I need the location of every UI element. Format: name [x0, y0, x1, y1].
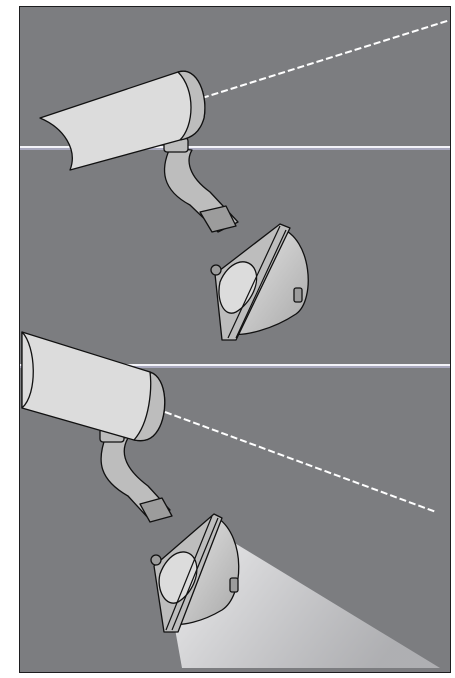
camera-illustration	[0, 0, 455, 678]
